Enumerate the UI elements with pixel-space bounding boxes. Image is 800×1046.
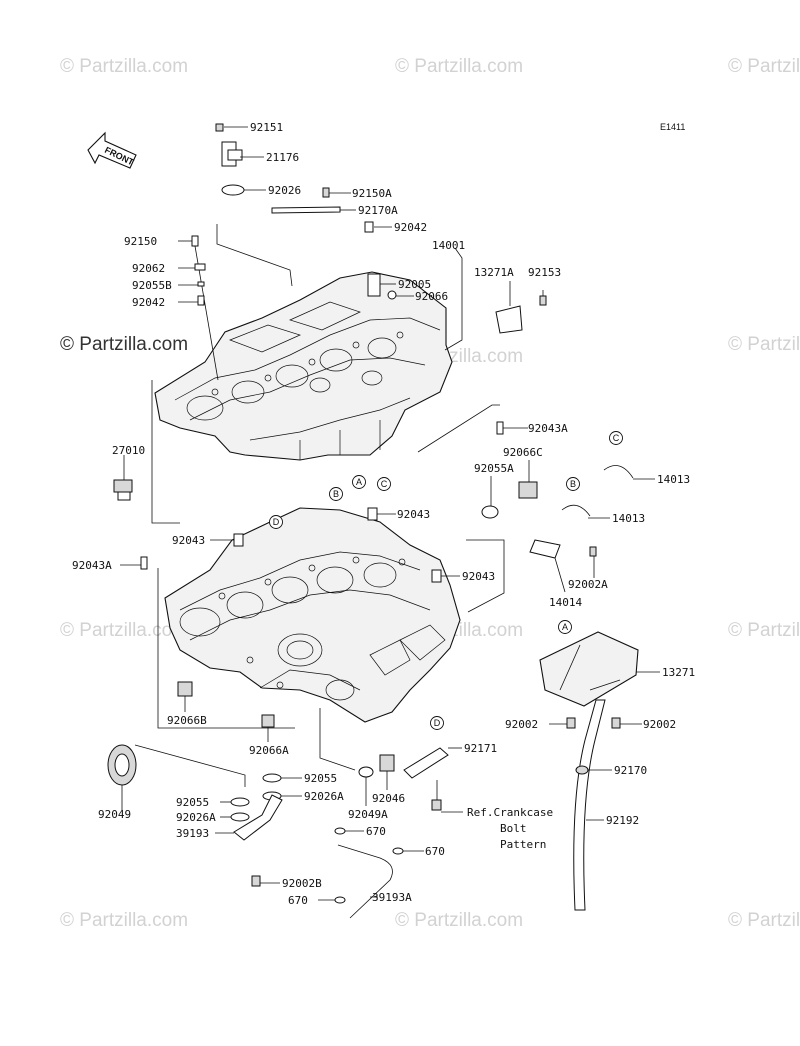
watermark-text: © Partzilla.com	[728, 334, 800, 355]
marker-letter: B	[333, 489, 339, 499]
part-label-92043[interactable]: 92043	[172, 534, 205, 547]
small-parts	[107, 123, 639, 919]
part-label-92026a[interactable]: 92026A	[176, 811, 216, 824]
marker-a: A	[352, 475, 366, 489]
watermark-text: © Partzilla.com	[728, 56, 800, 77]
part-label-92055b[interactable]: 92055B	[132, 279, 172, 292]
ref-note-line-3: Pattern	[500, 838, 546, 851]
part-label-92046[interactable]: 92046	[372, 792, 405, 805]
watermark-text: © Partzilla.com	[60, 620, 188, 641]
part-label-92042[interactable]: 92042	[132, 296, 165, 309]
marker-letter: D	[273, 517, 280, 527]
marker-a: A	[558, 620, 572, 634]
part-label-14001[interactable]: 14001	[432, 239, 465, 252]
part-label-92043a[interactable]: 92043A	[72, 559, 112, 572]
part-label-92170a[interactable]: 92170A	[358, 204, 398, 217]
part-label-92002a[interactable]: 92002A	[568, 578, 608, 591]
front-arrow-icon: FRONT	[87, 131, 137, 169]
marker-b: B	[566, 477, 580, 491]
part-label-27010[interactable]: 27010	[112, 444, 145, 457]
ref-note-line-1: Ref.Crankcase	[467, 806, 553, 819]
part-label-13271a[interactable]: 13271A	[474, 266, 514, 279]
part-label-92005[interactable]: 92005	[398, 278, 431, 291]
part-label-92192[interactable]: 92192	[606, 814, 639, 827]
watermark-text: © Partzilla.com	[60, 56, 188, 77]
diagram-code: E1411	[660, 122, 685, 132]
lower-crankcase	[164, 507, 461, 723]
part-label-92151[interactable]: 92151	[250, 121, 283, 134]
part-label-92055[interactable]: 92055	[304, 772, 337, 785]
part-label-92171[interactable]: 92171	[464, 742, 497, 755]
part-label-92062[interactable]: 92062	[132, 262, 165, 275]
part-label-13271[interactable]: 13271	[662, 666, 695, 679]
marker-b: B	[329, 487, 343, 501]
watermark-text: © Partzilla.com	[395, 910, 523, 931]
marker-c: C	[609, 431, 623, 445]
part-label-14013[interactable]: 14013	[657, 473, 690, 486]
watermark-text: © Partzilla.com	[728, 910, 800, 931]
part-label-670[interactable]: 670	[366, 825, 386, 838]
part-label-92055[interactable]: 92055	[176, 796, 209, 809]
part-label-670[interactable]: 670	[425, 845, 445, 858]
part-label-92066c[interactable]: 92066C	[503, 446, 543, 459]
part-label-92002[interactable]: 92002	[505, 718, 538, 731]
part-label-92026a[interactable]: 92026A	[304, 790, 344, 803]
leader-lines	[120, 126, 660, 901]
part-label-92153[interactable]: 92153	[528, 266, 561, 279]
marker-d: D	[430, 716, 444, 730]
part-label-14014[interactable]: 14014	[549, 596, 582, 609]
crankcase-bolt-note: Ref.Crankcase Bolt Pattern	[467, 806, 553, 851]
part-label-92066[interactable]: 92066	[415, 290, 448, 303]
part-label-14013[interactable]: 14013	[612, 512, 645, 525]
marker-letter: B	[570, 479, 576, 489]
part-label-92066a[interactable]: 92066A	[249, 744, 289, 757]
part-label-92002[interactable]: 92002	[643, 718, 676, 731]
part-label-92002b[interactable]: 92002B	[282, 877, 322, 890]
watermark-text: © Partzilla.com	[728, 620, 800, 641]
part-label-92150a[interactable]: 92150A	[352, 187, 392, 200]
part-label-670[interactable]: 670	[288, 894, 308, 907]
part-label-92170[interactable]: 92170	[614, 764, 647, 777]
ref-note-line-2: Bolt	[500, 822, 527, 835]
part-label-92066b[interactable]: 92066B	[167, 714, 207, 727]
part-label-92042[interactable]: 92042	[394, 221, 427, 234]
marker-letter: A	[562, 622, 568, 632]
upper-crankcase	[154, 271, 453, 461]
marker-letter: A	[356, 477, 362, 487]
marker-letter: C	[381, 479, 388, 489]
part-label-92026[interactable]: 92026	[268, 184, 301, 197]
assembly-guide-lines	[134, 224, 505, 787]
part-label-92049a[interactable]: 92049A	[348, 808, 388, 821]
part-label-92043[interactable]: 92043	[397, 508, 430, 521]
part-label-21176[interactable]: 21176	[266, 151, 299, 164]
watermark-text: © Partzilla.com	[395, 56, 523, 77]
part-label-92055a[interactable]: 92055A	[474, 462, 514, 475]
marker-c: C	[377, 477, 391, 491]
marker-d: D	[269, 515, 283, 529]
marker-letter: D	[434, 718, 441, 728]
watermark-text: © Partzilla.com	[60, 910, 188, 931]
part-label-92043[interactable]: 92043	[462, 570, 495, 583]
watermark-text: © Partzilla.com	[60, 334, 188, 355]
part-label-39193a[interactable]: 39193A	[372, 891, 412, 904]
assembly-markers: A B C D A B C D	[269, 431, 623, 730]
marker-letter: C	[613, 433, 620, 443]
part-label-92043a[interactable]: 92043A	[528, 422, 568, 435]
part-label-92049[interactable]: 92049	[98, 808, 131, 821]
part-label-92150[interactable]: 92150	[124, 235, 157, 248]
part-label-39193[interactable]: 39193	[176, 827, 209, 840]
